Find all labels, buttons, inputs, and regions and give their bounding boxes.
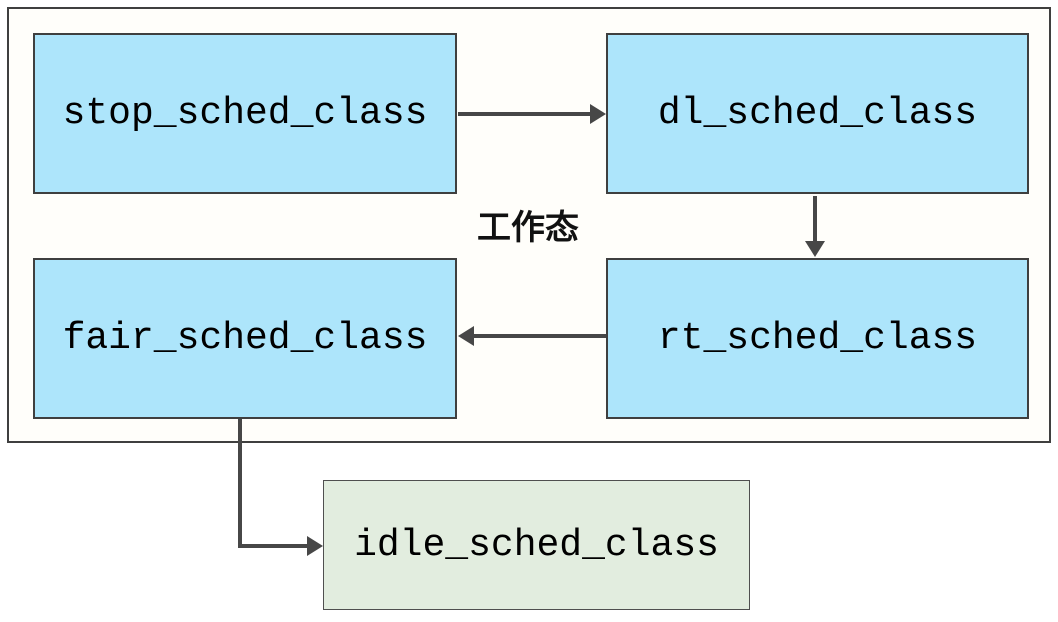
node-idle-sched-class: idle_sched_class <box>323 480 750 610</box>
node-label: fair_sched_class <box>62 317 428 360</box>
node-stop-sched-class: stop_sched_class <box>33 33 457 194</box>
arrow-fair-to-idle-horizontal-line <box>238 544 307 548</box>
arrow-dl-to-rt-head-icon <box>805 241 825 257</box>
node-label: idle_sched_class <box>354 523 719 567</box>
arrow-stop-to-dl-head-icon <box>590 104 606 124</box>
node-dl-sched-class: dl_sched_class <box>606 33 1029 194</box>
arrow-rt-to-fair-head-icon <box>458 326 474 346</box>
working-state-group-label: 工作态 <box>477 208 579 248</box>
node-fair-sched-class: fair_sched_class <box>33 258 457 419</box>
arrow-stop-to-dl-line <box>458 112 592 116</box>
arrow-dl-to-rt-line <box>813 196 817 242</box>
arrow-fair-to-idle-head-icon <box>307 536 323 556</box>
node-rt-sched-class: rt_sched_class <box>606 258 1029 419</box>
arrow-rt-to-fair-line <box>474 334 606 338</box>
node-label: stop_sched_class <box>62 92 428 135</box>
node-label: rt_sched_class <box>657 317 978 360</box>
arrow-fair-to-idle-vertical-line <box>238 419 242 548</box>
node-label: dl_sched_class <box>657 92 978 135</box>
